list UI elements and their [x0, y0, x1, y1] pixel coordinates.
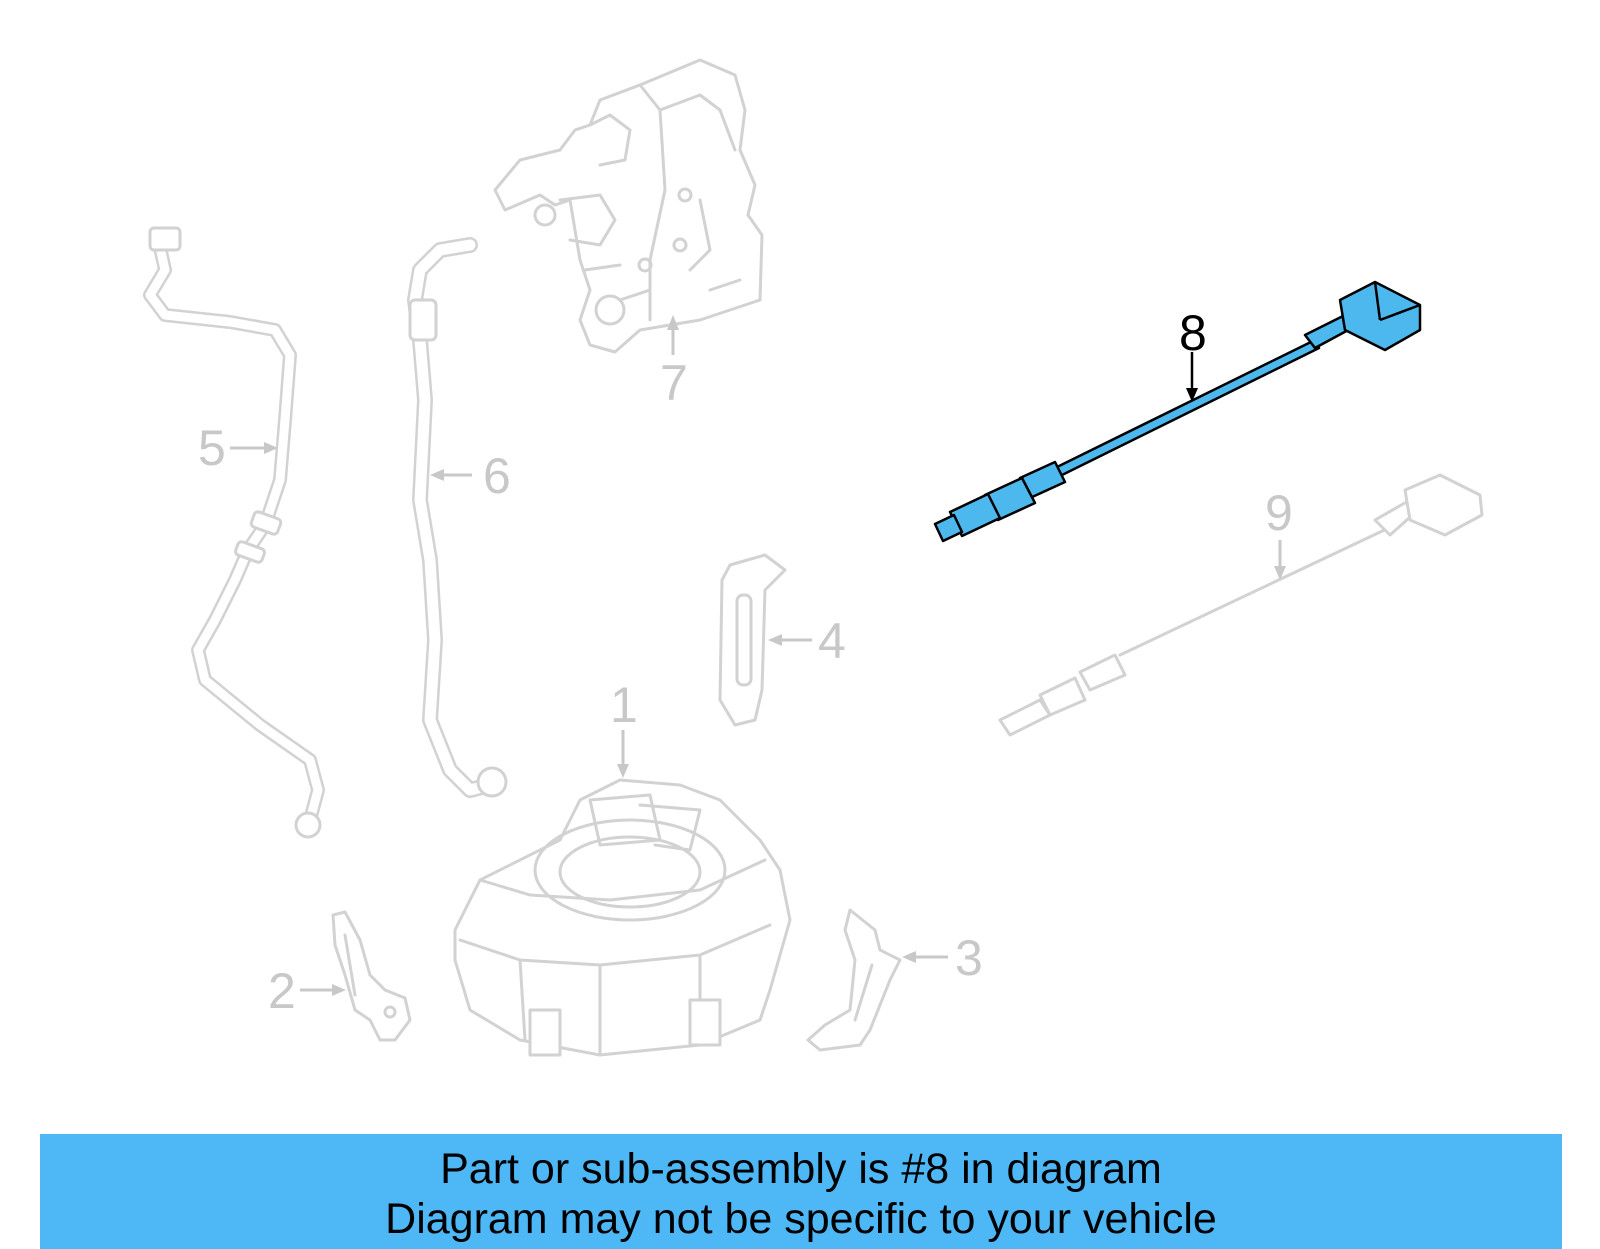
callout-9-arrow — [1274, 540, 1286, 580]
callout-1-arrow — [617, 730, 629, 778]
info-banner: Part or sub-assembly is #8 in diagram Di… — [40, 1134, 1562, 1249]
callout-4-label: 4 — [818, 613, 846, 669]
callout-8-label: 8 — [1179, 305, 1207, 361]
callout-7-arrow — [667, 315, 679, 355]
callout-8-arrow — [1186, 352, 1198, 402]
callout-3-arrow — [902, 951, 948, 963]
part-2-bracket[interactable] — [331, 910, 412, 1042]
callout-3-label: 3 — [955, 930, 983, 986]
callout-7-label: 7 — [660, 355, 688, 411]
part-3-bracket[interactable] — [806, 908, 902, 1052]
callout-9-label: 9 — [1265, 485, 1293, 541]
banner-line-2: Diagram may not be specific to your vehi… — [385, 1195, 1217, 1243]
part-9-sensor[interactable] — [998, 473, 1484, 737]
callout-6-label: 6 — [483, 448, 511, 504]
callout-6-arrow — [430, 469, 472, 481]
callout-5-arrow — [230, 442, 278, 454]
banner-line-1: Part or sub-assembly is #8 in diagram — [440, 1145, 1162, 1193]
part-1-canister[interactable] — [453, 778, 792, 1057]
part-4-bracket[interactable] — [718, 553, 787, 727]
part-5-hose[interactable] — [143, 226, 325, 839]
part-8-sensor[interactable] — [933, 280, 1422, 543]
callout-4-arrow — [768, 634, 812, 646]
callout-2-label: 2 — [268, 963, 296, 1019]
part-7-housing[interactable] — [493, 58, 764, 354]
callout-1-label: 1 — [610, 677, 638, 733]
part-6-hose[interactable] — [407, 237, 508, 798]
callout-2-arrow — [300, 984, 346, 996]
callout-5-label: 5 — [198, 420, 226, 476]
